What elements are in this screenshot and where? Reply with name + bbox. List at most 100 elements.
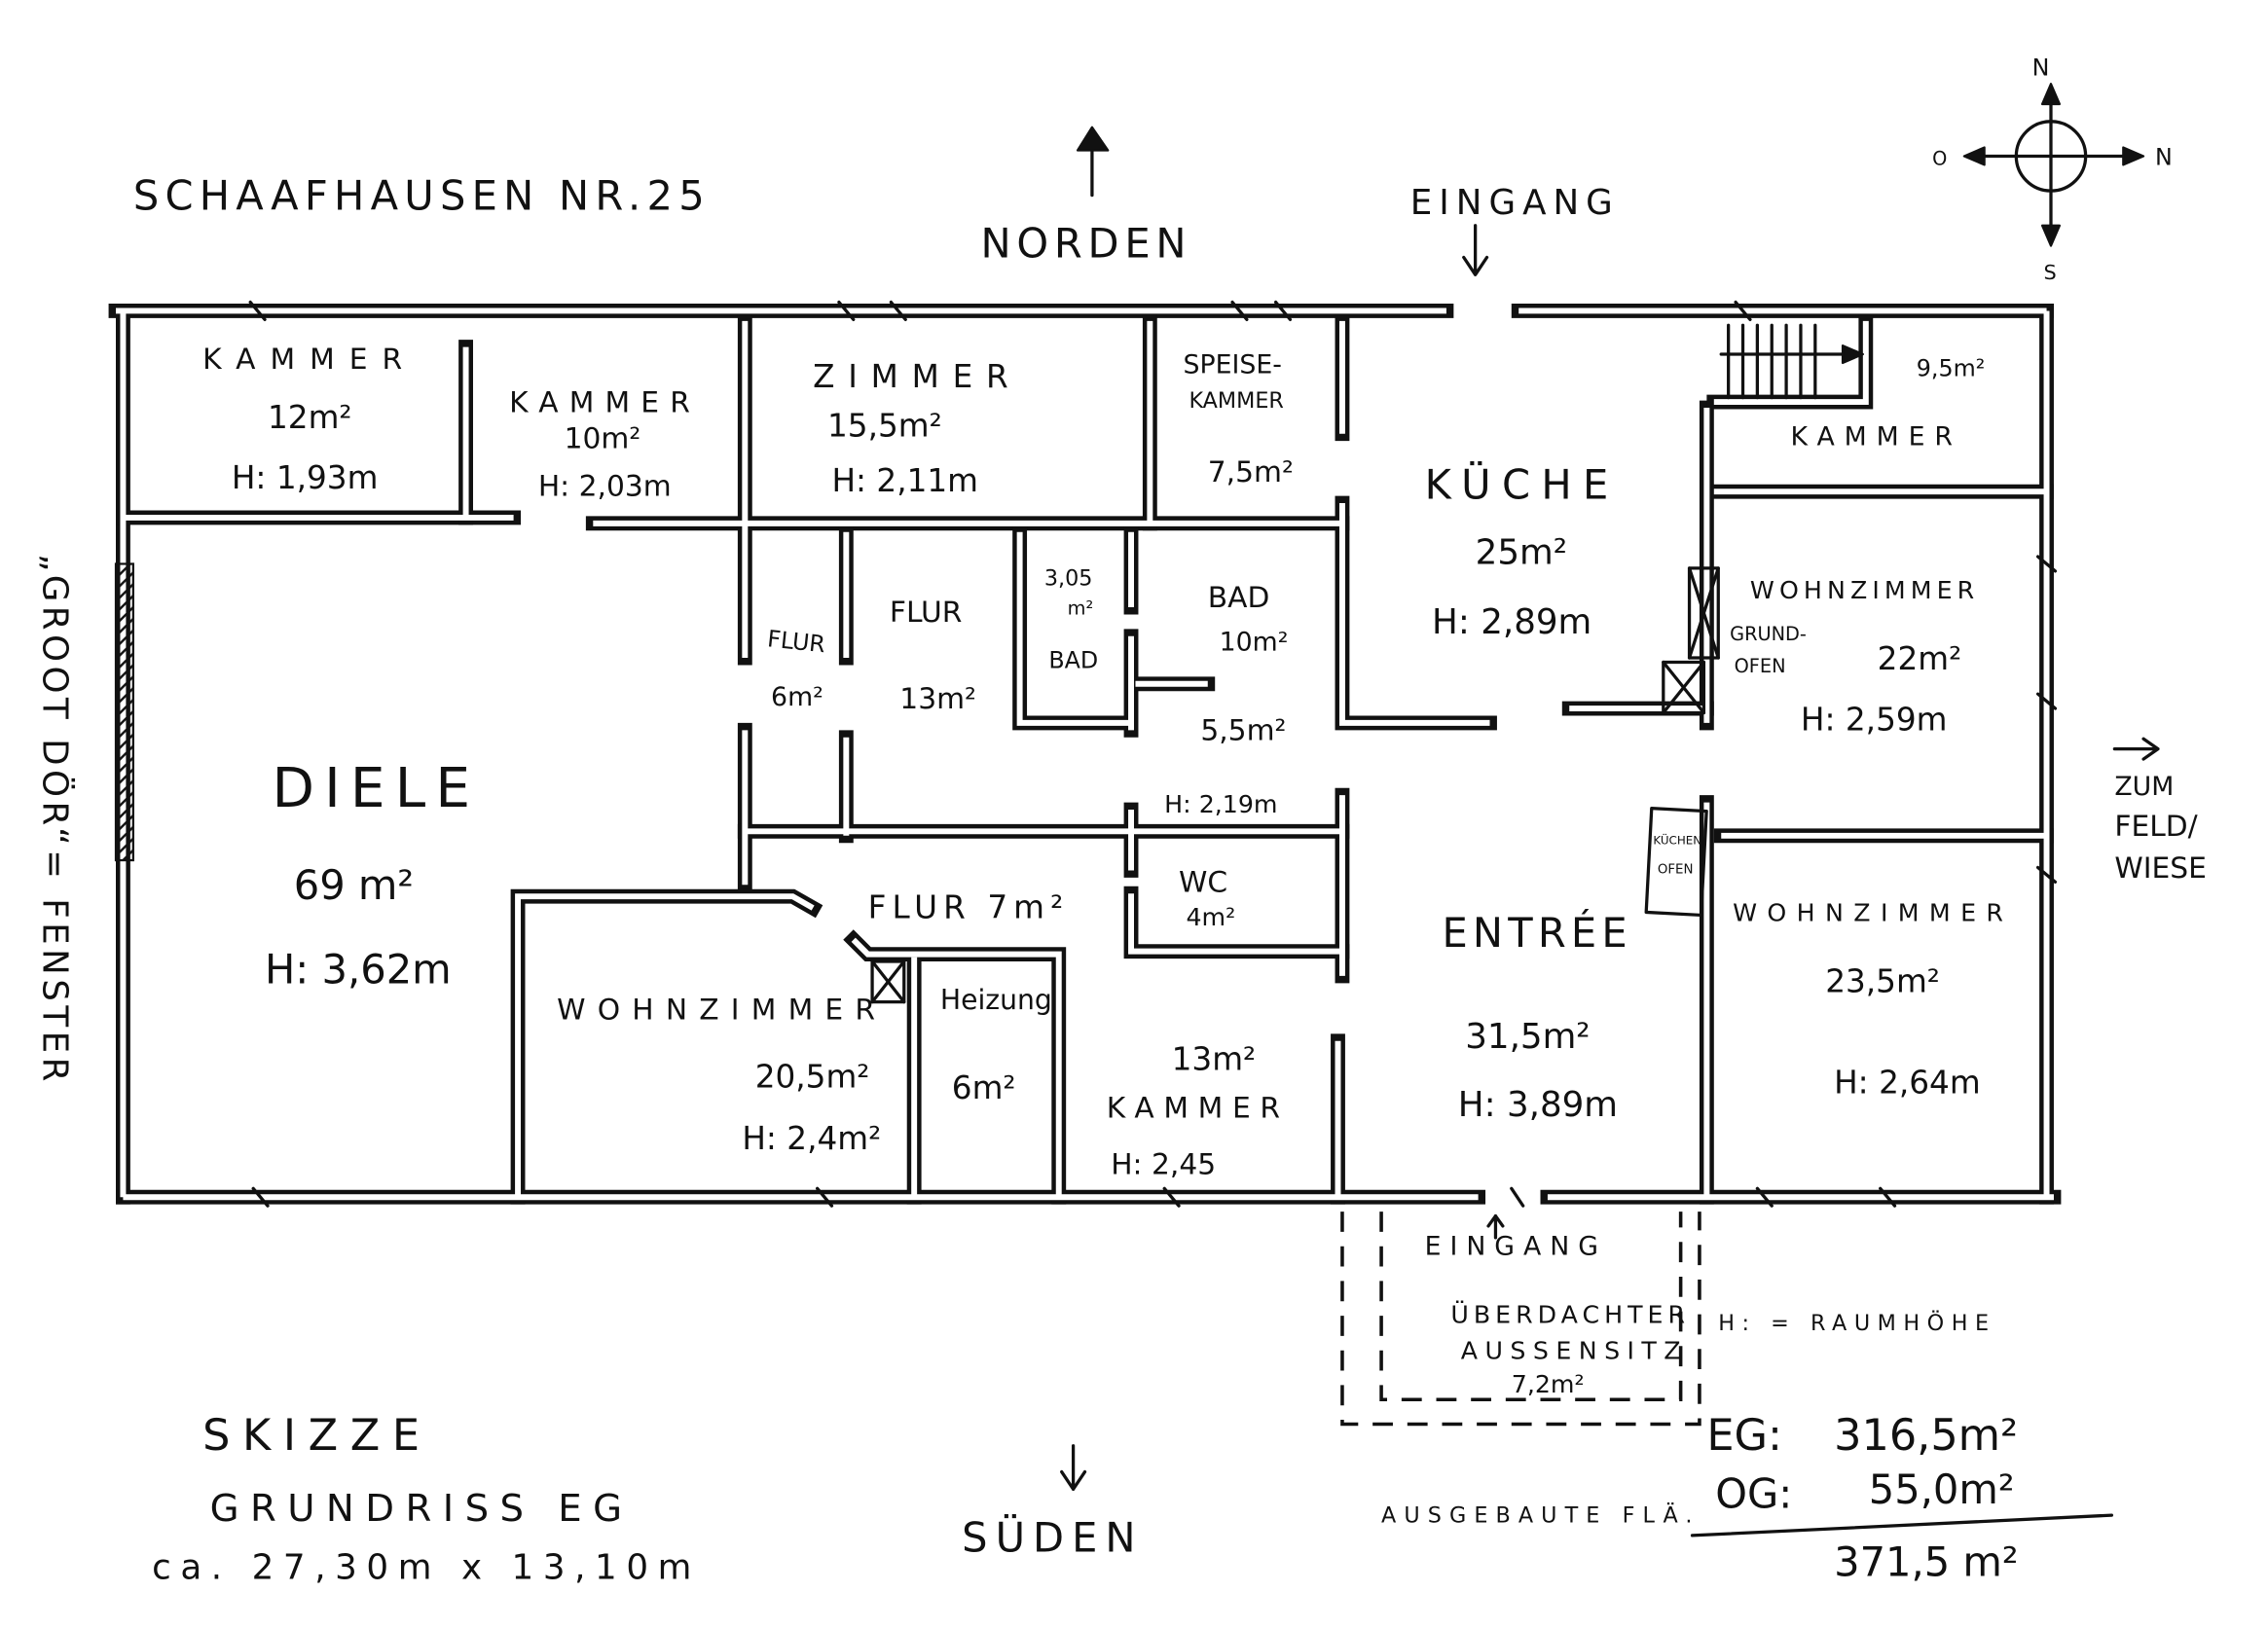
fixture-label-line1: KÜCHEN (1653, 832, 1701, 848)
room-height: H: 2,19m (1164, 790, 1277, 818)
terrace-label: ÜBERDACHTER AUSSENSITZ 7,2m² (1450, 1300, 1685, 1397)
room-name: WOHNZIMMER (1750, 576, 1974, 604)
room-kammer-n: KAMMER 10m² H: 2,03m (509, 385, 690, 503)
room-bad: BAD 10m² (1208, 581, 1289, 658)
fixture-label-line2: OFEN (1735, 655, 1786, 677)
entrance-bottom-arrow-icon (1486, 1213, 1505, 1240)
room-zimmer: ZIMMER 15,5m² H: 2,11m (813, 358, 1008, 499)
fixture-kuechenofen-label: KÜCHEN OFEN (1653, 832, 1701, 878)
chimney-box (870, 959, 906, 1004)
fixture-label-line1: GRUND- (1730, 623, 1807, 645)
terrace-label-line2: AUSSENSITZ (1461, 1337, 1681, 1365)
stairs-arrow-icon (1841, 344, 1864, 365)
area-totals: EG: 316,5m² AUSGEBAUTE FLÄ. OG: 55,0m² 3… (1381, 1410, 2114, 1586)
compass-arrow-north-icon (2040, 83, 2062, 106)
og-value: 55,0m² (1869, 1465, 2015, 1513)
compass-label-left: O (1932, 147, 1947, 169)
room-area: 13m² (899, 682, 976, 716)
room-height: H: 2,64m (1834, 1064, 1981, 1101)
room-area: 6m² (952, 1069, 1016, 1106)
compass-label-right: N (2155, 143, 2173, 170)
grundofen-cross-icon (1687, 566, 1720, 660)
terrace-area: 7,2m² (1512, 1370, 1585, 1398)
walls-fill (116, 310, 2054, 1197)
room-wohnzimmer-e2: WOHNZIMMER 23,5m² H: 2,64m (1733, 898, 2003, 1101)
room-name: KAMMER (1791, 422, 1953, 452)
room-height: H: 1,93m (232, 459, 379, 496)
room-entree: ENTRÉE 31,5m² H: 3,89m (1442, 909, 1627, 1125)
grundofen-box (1687, 566, 1720, 660)
room-area-value: 3,05 (1044, 566, 1093, 592)
og-label: OG: (1715, 1470, 1792, 1518)
height-legend: H: = RAUMHÖHE (1718, 1309, 1989, 1336)
field-note-line1: ZUM (2114, 772, 2174, 802)
field-note: ZUM FELD/ WIESE (2114, 772, 2207, 886)
oven-box (1662, 660, 1706, 715)
room-area: 5,5m² (1200, 714, 1286, 748)
groot-door-window (114, 562, 134, 862)
field-arrow-icon (2112, 737, 2160, 761)
eg-value: 316,5m² (1834, 1410, 2018, 1461)
room-height: H: 2,45 (1111, 1147, 1216, 1181)
south-arrow-icon (1060, 1444, 1087, 1491)
room-wohnzimmer-e1: WOHNZIMMER 22m² H: 2,59m (1750, 576, 1974, 738)
room-height: H: 2,11m (831, 462, 978, 499)
totals-underline (1690, 1513, 2114, 1538)
room-area: 4m² (1186, 903, 1235, 931)
eg-label: EG: (1706, 1410, 1782, 1461)
room-name: FLUR (766, 625, 826, 658)
room-area: 23,5m² (1825, 962, 1940, 999)
window-ticks-east (2035, 555, 2058, 884)
room-speisekammer: SPEISE- KAMMER 7,5m² (1184, 349, 1294, 488)
window-ticks-north (248, 300, 1752, 321)
room-kammer-nw: KAMMER 12m² H: 1,93m (202, 343, 402, 496)
compass-cross-icon (1968, 88, 2140, 242)
room-area: 13m² (1172, 1040, 1257, 1077)
compass-label-bottom: S (2044, 261, 2057, 284)
field-note-line2: FELD/ (2114, 810, 2197, 844)
room-name: KÜCHE (1425, 461, 1609, 509)
field-note-line3: WIESE (2114, 851, 2207, 886)
room-name: ENTRÉE (1442, 909, 1627, 957)
fixture-label-line2: OFEN (1658, 862, 1694, 877)
entrance-top-arrow-icon (1462, 224, 1489, 276)
room-name: FLUR (890, 596, 963, 630)
stairs-icon (1719, 323, 1856, 400)
window-note: „GROOT DÖR“= FENSTER (35, 554, 76, 1081)
room-name: WOHNZIMMER (1733, 898, 2003, 926)
room-name-line1: SPEISE- (1184, 349, 1282, 380)
room-height: H: 2,89m (1432, 602, 1591, 642)
direction-arrows (1060, 126, 2160, 1491)
south-label: SÜDEN (962, 1513, 1135, 1561)
room-name-line2: KAMMER (1189, 388, 1283, 414)
room-kammer-s: 13m² KAMMER H: 2,45 (1107, 1040, 1280, 1181)
room-flur-south: FLUR 7m² (868, 888, 1064, 925)
room-height: H: 3,62m (265, 945, 452, 993)
room-flur-small: FLUR 6m² (766, 625, 826, 712)
room-height: H: 2,03m (538, 470, 672, 504)
sketch-title: SKIZZE (202, 1410, 420, 1461)
entrance-top-label: EINGANG (1410, 183, 1613, 223)
compass-label-top: N (2032, 54, 2050, 81)
room-area: 15,5m² (827, 408, 942, 445)
room-name: WOHNZIMMER (557, 993, 875, 1027)
room-name: BAD (1208, 581, 1270, 615)
room-area: 10m² (565, 422, 641, 456)
room-passage: 5,5m² H: 2,19m (1164, 714, 1286, 818)
terrace-label-line1: ÜBERDACHTER (1450, 1300, 1685, 1328)
north-arrow-icon (1076, 126, 1110, 152)
compass-rose: N O N S (1932, 54, 2173, 283)
room-area: 10m² (1220, 628, 1289, 658)
address-title: SCHAAFHAUSEN NR.25 (133, 171, 705, 219)
fixtures (870, 323, 1864, 1004)
room-wohnzimmer-s: WOHNZIMMER 20,5m² H: 2,4m² (557, 993, 881, 1157)
entrance-bottom-label: EINGANG (1425, 1232, 1598, 1262)
sketch-caption: SKIZZE GRUNDRISS EG ca. 27,30m x 13,10m (152, 1410, 691, 1587)
covered-terrace (1340, 1212, 1701, 1427)
room-diele: DIELE 69 m² H: 3,62m (265, 757, 470, 993)
room-area: 7,5m² (1208, 455, 1294, 489)
room-area: 22m² (1878, 640, 1961, 677)
room-area: 31,5m² (1465, 1017, 1590, 1057)
compass-arrow-east-icon (2122, 146, 2145, 166)
